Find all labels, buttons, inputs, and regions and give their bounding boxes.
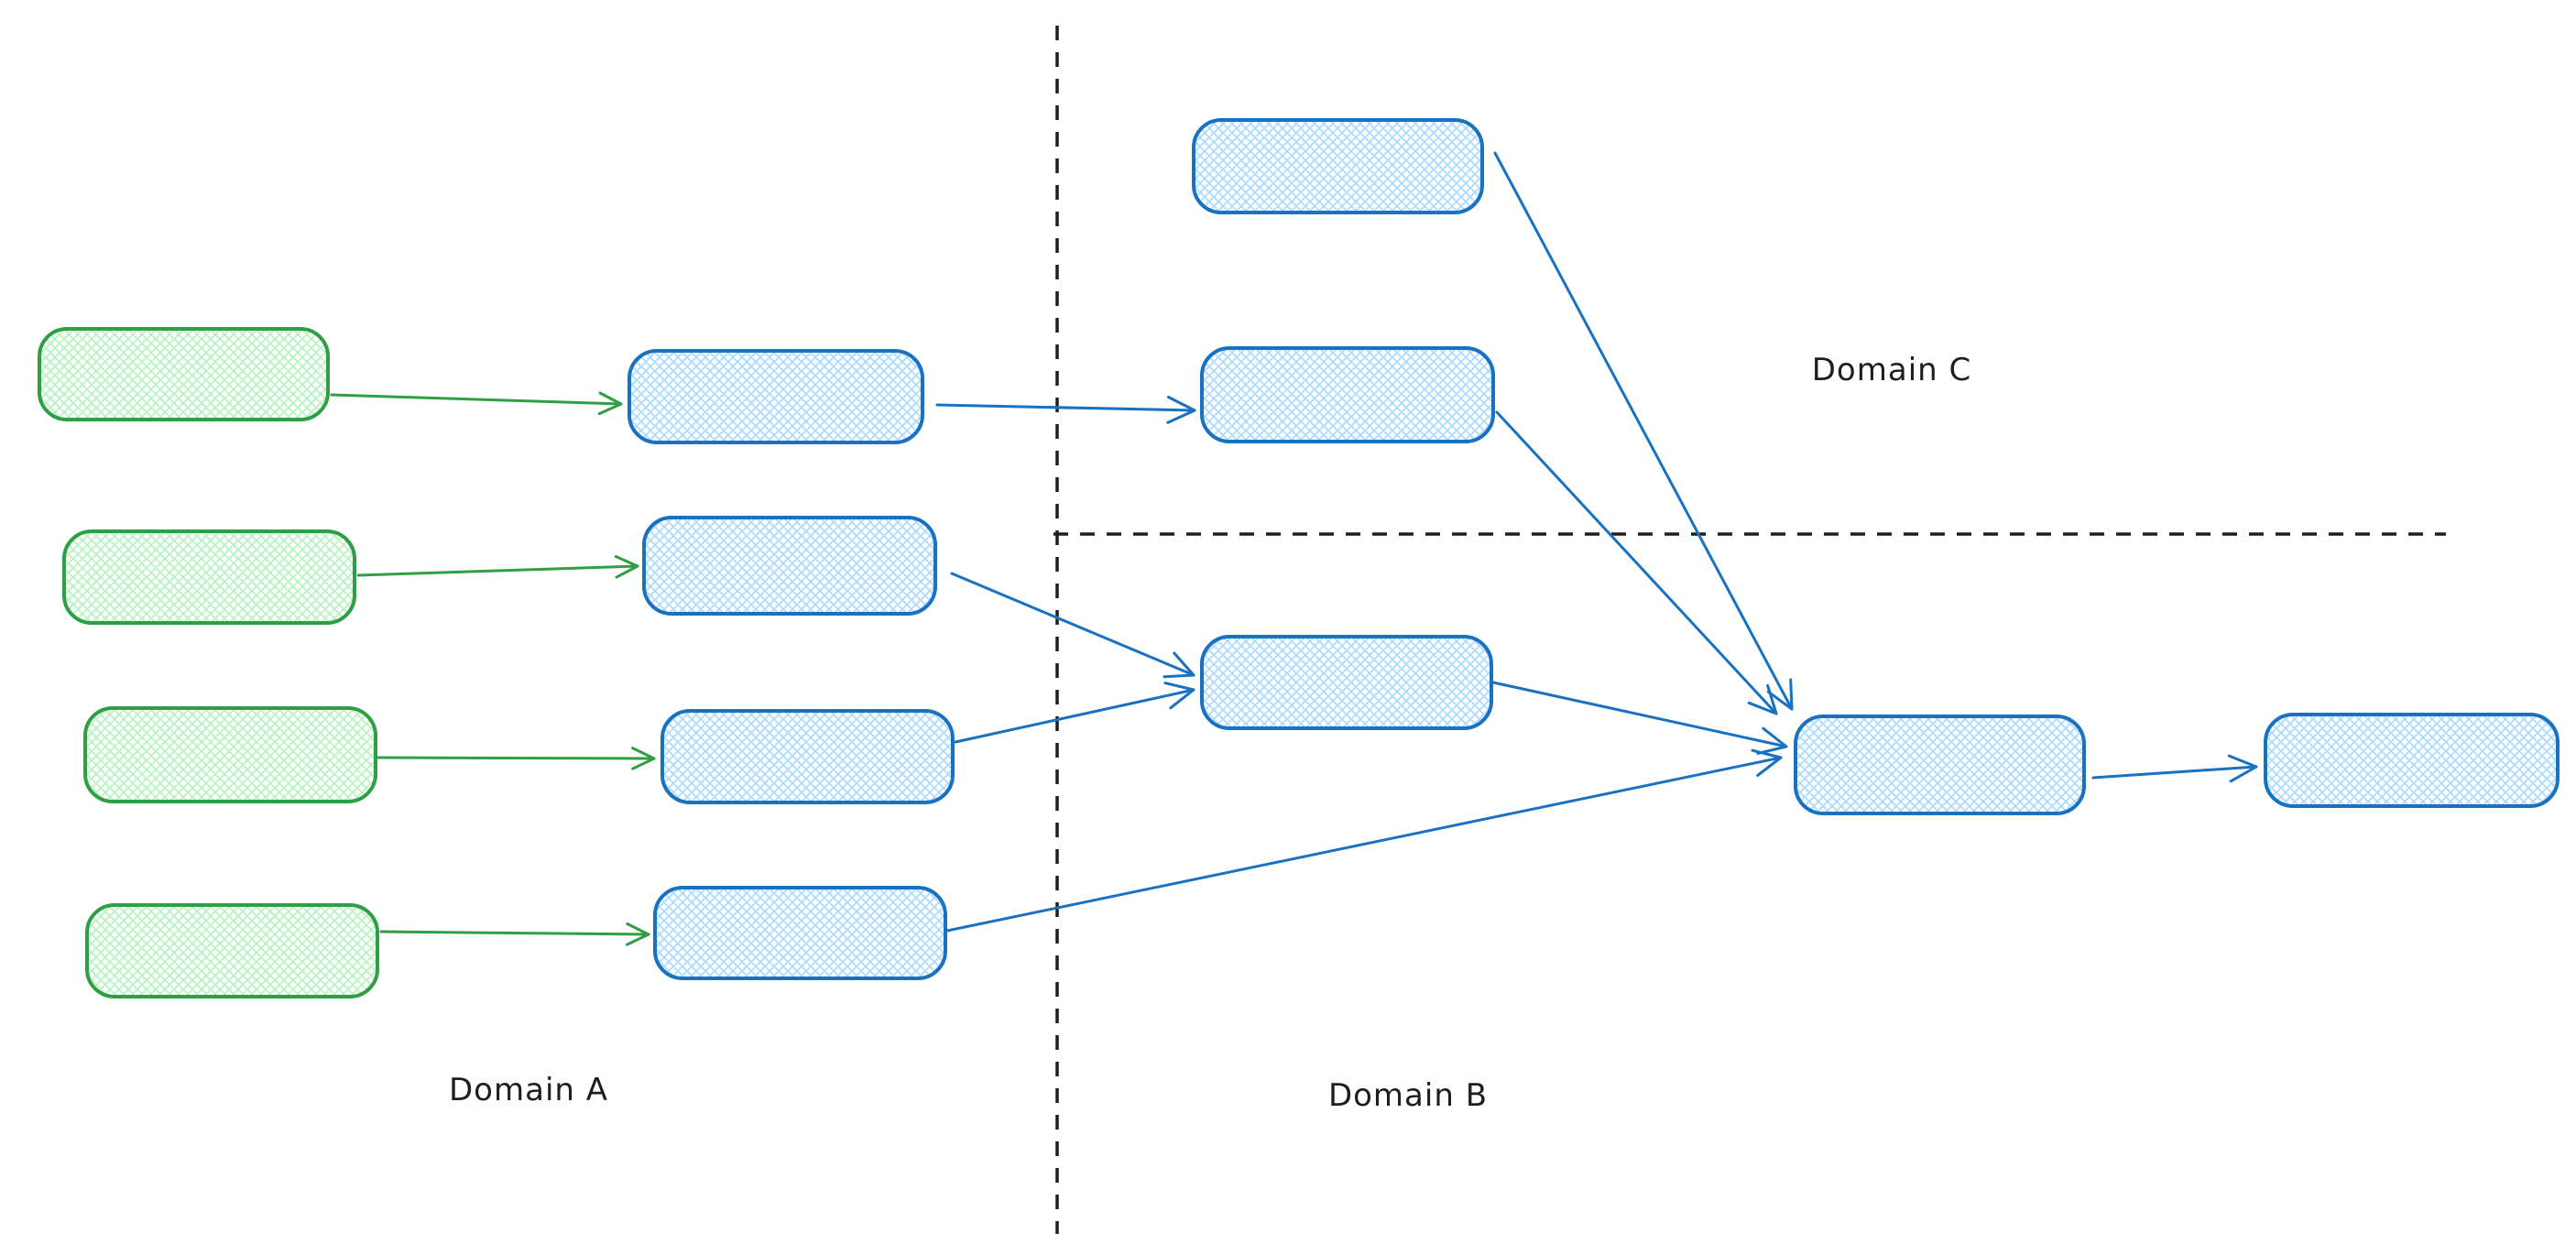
domain-a-box-1 bbox=[628, 349, 924, 444]
edge-bbox1-to-bbox2 bbox=[1491, 681, 1788, 755]
domain-c-label: Domain C bbox=[1812, 352, 1971, 388]
domain-c-box-1 bbox=[1192, 118, 1484, 214]
domain-a-box-4 bbox=[653, 886, 947, 980]
edge-source2-to-box2 bbox=[356, 555, 639, 579]
edge-source1-to-box1-arrowhead-icon bbox=[597, 391, 623, 416]
edge-source3-to-box3-arrowhead-icon bbox=[631, 747, 656, 770]
edge-cbox2-to-bbox2-arrowhead-icon bbox=[1747, 683, 1778, 715]
domain-b-box-3 bbox=[2264, 713, 2560, 808]
edge-cbox2-to-bbox2 bbox=[1495, 410, 1778, 715]
domain-a-label: Domain A bbox=[449, 1072, 608, 1108]
domain-a-source-3 bbox=[83, 706, 377, 803]
edge-box3-to-bbox1-arrowhead-icon bbox=[1163, 682, 1195, 710]
edge-cbox1-to-bbox2-arrowhead-icon bbox=[1766, 678, 1794, 711]
domain-b-box-1 bbox=[1200, 635, 1493, 730]
edge-source3-to-box3 bbox=[377, 747, 656, 770]
edge-box1-to-cbox2 bbox=[935, 396, 1196, 424]
edge-box4-to-bbox2 bbox=[945, 748, 1783, 933]
domain-a-source-2 bbox=[62, 529, 356, 625]
edge-source1-to-box1 bbox=[330, 391, 623, 416]
dividers-layer bbox=[1053, 26, 2446, 1234]
domain-b-box-2 bbox=[1794, 715, 2086, 815]
domain-a-box-2 bbox=[642, 516, 937, 616]
edge-bbox1-to-bbox2-arrowhead-icon bbox=[1756, 726, 1788, 755]
edge-box2-to-bbox1 bbox=[950, 572, 1195, 679]
edges-layer bbox=[330, 151, 2258, 946]
edge-source4-to-box4-arrowhead-icon bbox=[626, 922, 650, 946]
domain-a-box-3 bbox=[660, 709, 955, 804]
edge-source2-to-box2-arrowhead-icon bbox=[614, 555, 639, 579]
edge-box1-to-cbox2-arrowhead-icon bbox=[1166, 396, 1196, 424]
domain-c-box-2 bbox=[1200, 346, 1495, 443]
domain-a-source-1 bbox=[38, 327, 330, 421]
edge-bbox2-to-bbox3 bbox=[2091, 754, 2258, 783]
edge-box2-to-bbox1-arrowhead-icon bbox=[1162, 651, 1195, 679]
edge-bbox2-to-bbox3-arrowhead-icon bbox=[2227, 754, 2258, 783]
edge-box3-to-bbox1 bbox=[954, 682, 1195, 744]
domain-a-source-4 bbox=[85, 903, 379, 999]
nodes-layer bbox=[38, 118, 2560, 999]
edge-source4-to-box4 bbox=[379, 922, 650, 946]
edge-cbox1-to-bbox2 bbox=[1493, 151, 1794, 711]
domain-b-label: Domain B bbox=[1328, 1077, 1488, 1114]
labels-layer: Domain A Domain B Domain C bbox=[449, 352, 1971, 1114]
